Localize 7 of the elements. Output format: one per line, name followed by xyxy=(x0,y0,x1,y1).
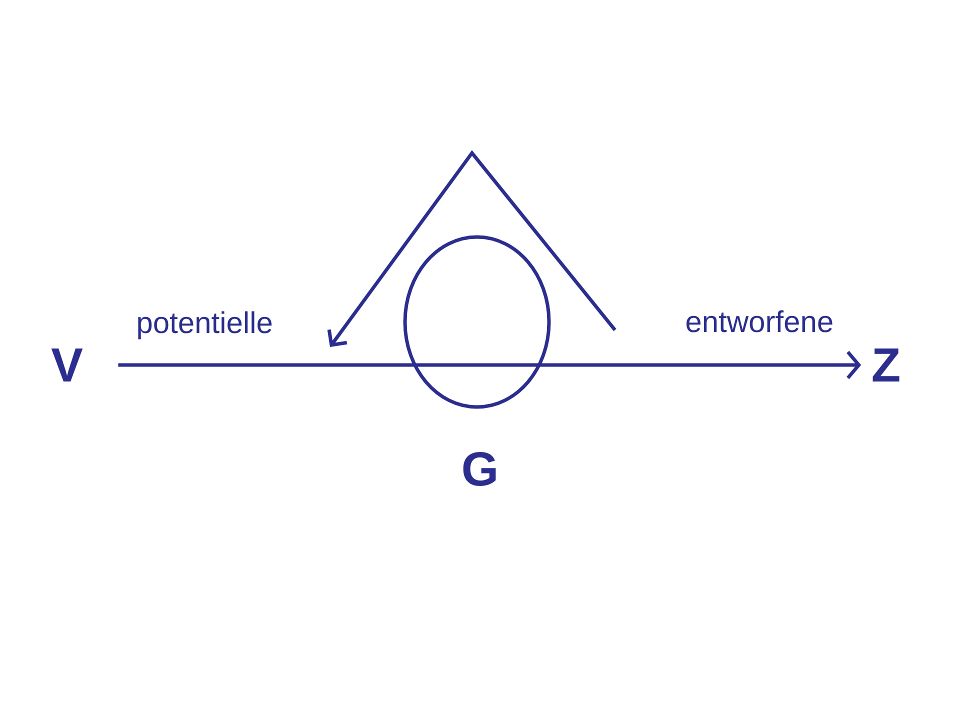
connector-line xyxy=(118,363,415,367)
letter-label: V xyxy=(51,348,83,382)
letter-label: Z xyxy=(872,348,900,382)
arrow xyxy=(539,350,862,380)
text-label: entworfene xyxy=(686,310,832,332)
text-label: potentielle xyxy=(138,311,272,340)
letter-label: G xyxy=(463,452,496,486)
